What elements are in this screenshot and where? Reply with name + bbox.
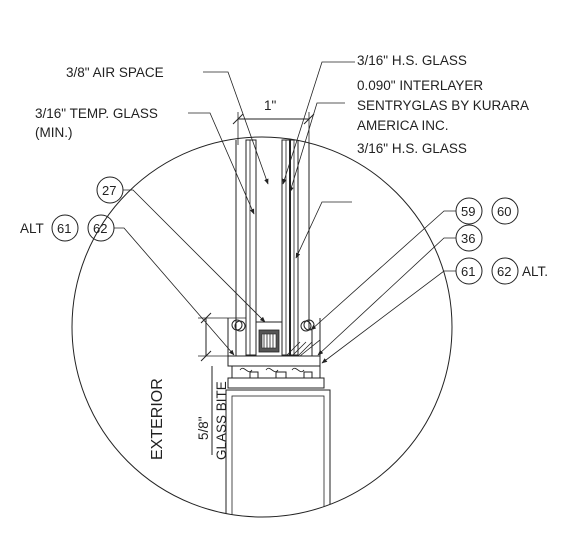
svg-text:36: 36 (461, 231, 475, 246)
callout-62-left: 62 (87, 214, 235, 356)
alt-right-label: ALT. (522, 264, 548, 279)
mullion-tube (225, 389, 331, 517)
svg-text:59: 59 (461, 204, 475, 219)
callout-62-right: 62 (491, 257, 519, 285)
svg-text:61: 61 (461, 264, 475, 279)
callout-61-right: 61 (321, 257, 483, 364)
callout-36: 36 (317, 224, 483, 356)
extrusion-cap (227, 355, 321, 367)
glass-bite-value: 5/8" (196, 416, 211, 440)
detail-circle (71, 136, 453, 518)
air-space-label: 3/8" AIR SPACE (66, 65, 164, 80)
outer-glass-lite (245, 139, 257, 356)
svg-text:60: 60 (497, 204, 511, 219)
glass-bite-dimension (198, 312, 246, 455)
hs-glass-bottom-label: 3/16" H.S. GLASS (357, 141, 467, 156)
temp-glass-label: 3/16" TEMP. GLASS (35, 106, 158, 121)
interlayer-label-2: SENTRYGLAS BY KURARA (357, 98, 529, 113)
svg-text:27: 27 (102, 183, 116, 198)
callout-27: 27 (96, 176, 266, 323)
dim-1in-label: 1" (264, 98, 277, 113)
callout-59: 59 (310, 197, 483, 331)
alt-left-label: ALT (20, 221, 44, 236)
exterior-label: EXTERIOR (149, 378, 166, 460)
glass-bite-label: GLASS BITE (214, 381, 229, 460)
interlayer-label-3: AMERICA INC. (357, 118, 449, 133)
svg-text:61: 61 (57, 221, 71, 236)
callout-60: 60 (491, 197, 519, 225)
section-geometry (225, 139, 331, 517)
overall-width-dimension (232, 112, 315, 145)
leader-lines (188, 61, 355, 259)
callout-61-left: 61 (51, 214, 79, 242)
svg-text:62: 62 (93, 221, 107, 236)
interlayer-label-1: 0.090" INTERLAYER (357, 78, 483, 93)
temp-glass-min-label: (MIN.) (35, 125, 73, 140)
hs-glass-top-label: 3/16" H.S. GLASS (357, 53, 467, 68)
svg-text:62: 62 (497, 264, 511, 279)
